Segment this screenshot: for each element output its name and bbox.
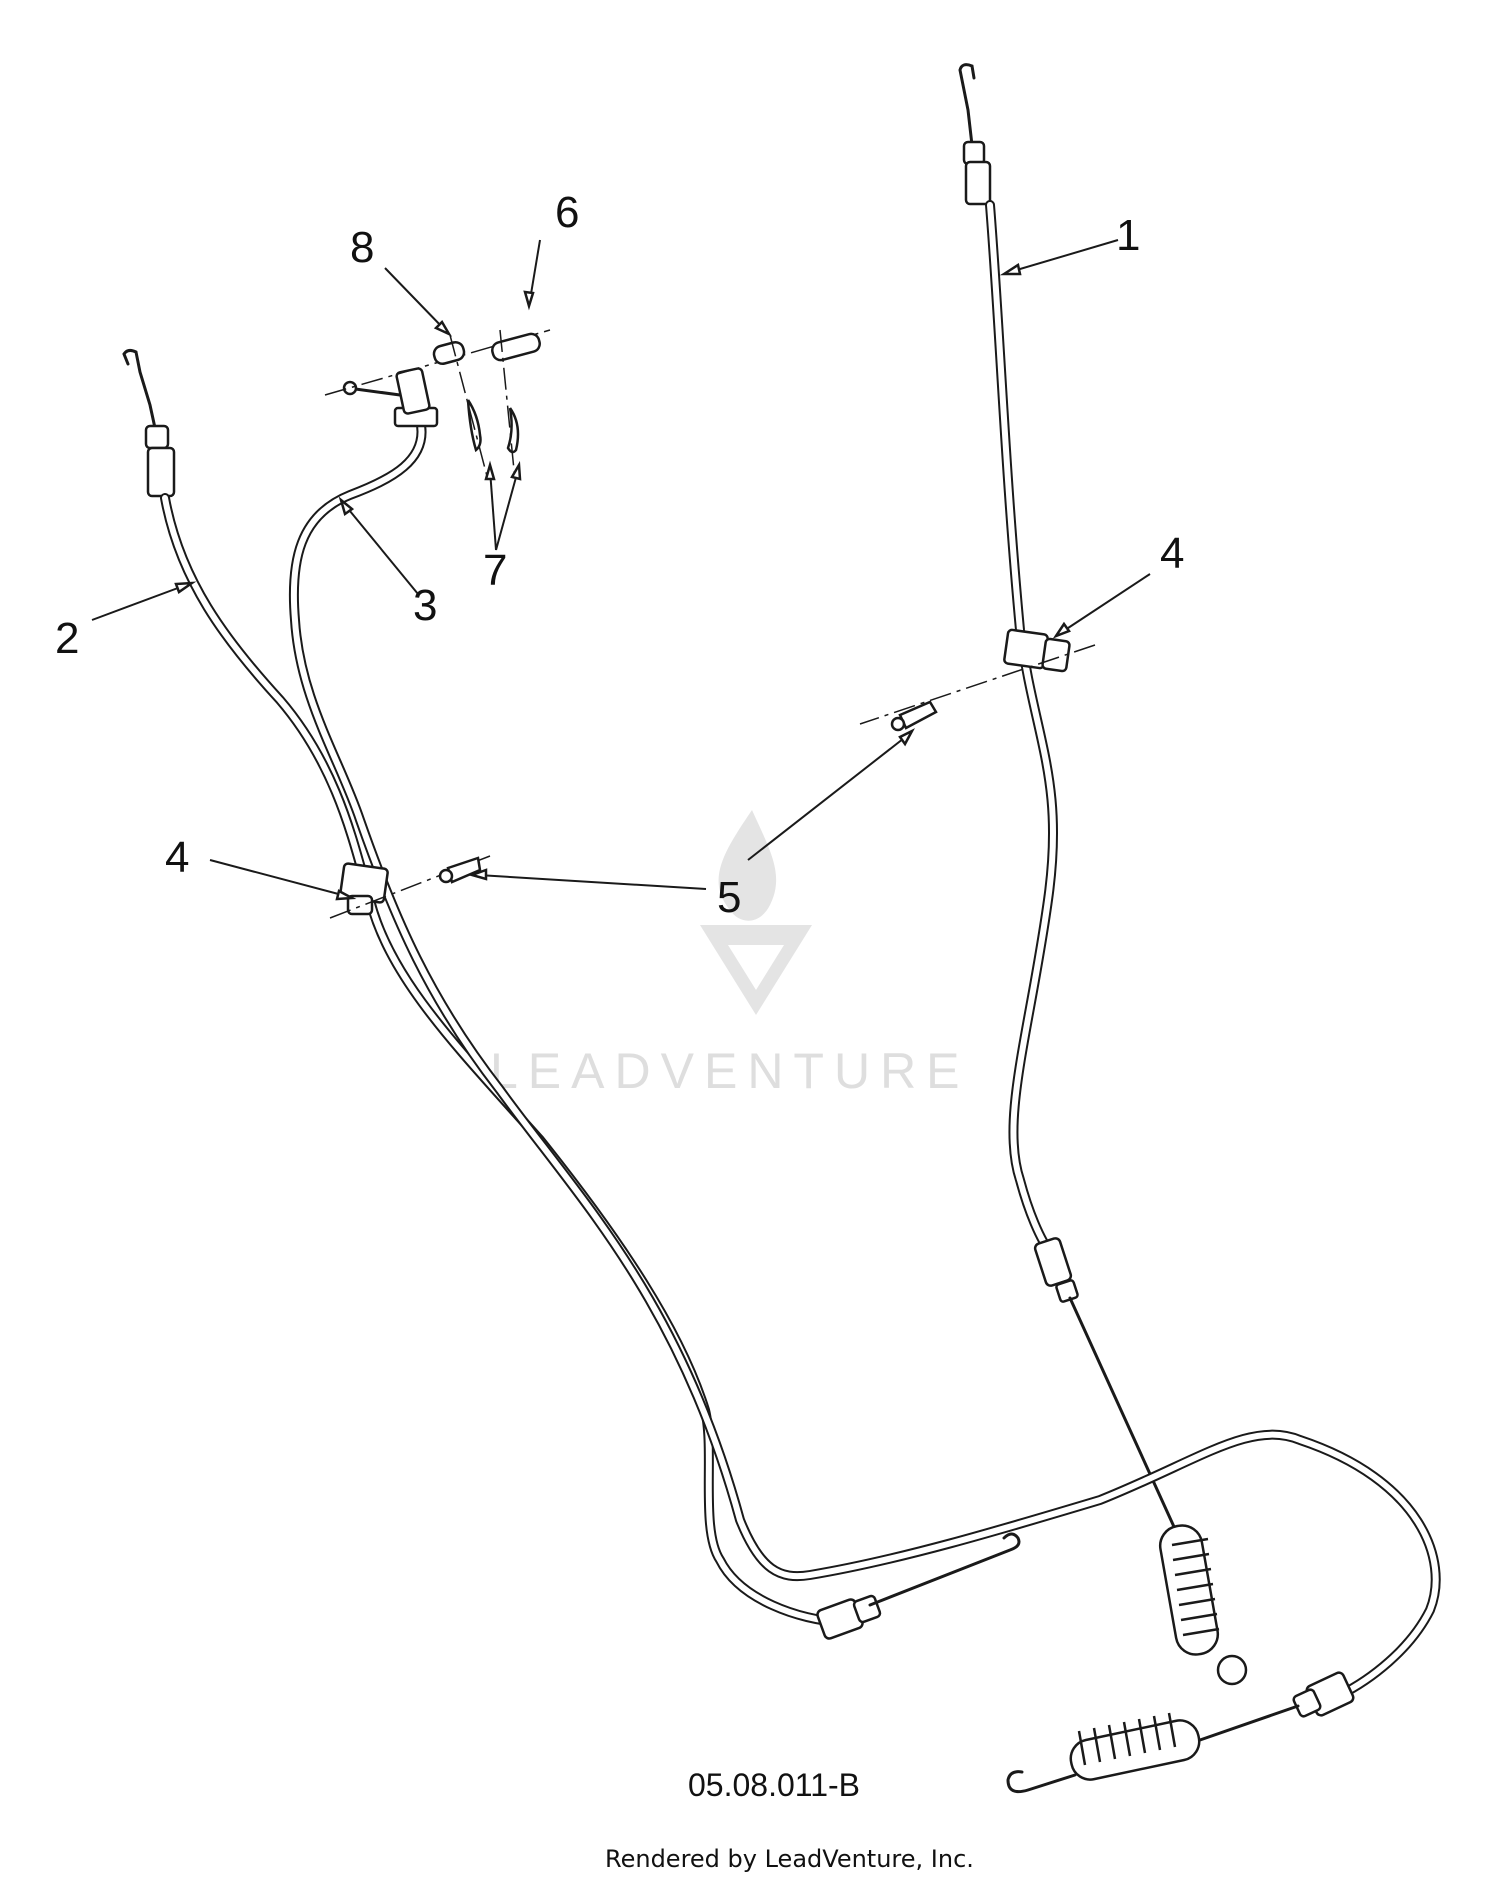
callout-2: 2 <box>55 614 79 663</box>
hairpin-clip-b <box>506 407 520 454</box>
callout-1: 1 <box>1116 211 1140 260</box>
callout-6: 6 <box>555 188 579 237</box>
cable-clip-right <box>859 628 1096 725</box>
watermark: LEADVENTURE <box>490 810 970 1099</box>
push-rivet-right <box>890 700 938 732</box>
cable-clip-left <box>329 855 491 919</box>
callout-8: 8 <box>350 223 374 272</box>
hairpin-clip-a <box>466 399 482 453</box>
cable-3 <box>288 367 1441 1794</box>
diagram-code: 05.08.011-B <box>688 1767 860 1803</box>
callout-4-right: 4 <box>1160 529 1184 578</box>
callout-4-left: 4 <box>165 833 189 882</box>
callout-3: 3 <box>413 581 437 630</box>
bushing <box>432 340 466 366</box>
push-rivet-left <box>438 856 482 884</box>
callout-5: 5 <box>717 873 741 922</box>
cable-2 <box>122 348 1021 1640</box>
footer-credit: Rendered by LeadVenture, Inc. <box>605 1845 974 1873</box>
watermark-text: LEADVENTURE <box>490 1043 970 1099</box>
cable-1 <box>958 63 1248 1686</box>
tension-spring-horizontal <box>1069 1712 1201 1781</box>
leader-lines <box>91 239 1151 901</box>
callout-7: 7 <box>483 546 507 595</box>
tension-spring-vertical <box>1158 1524 1248 1686</box>
pin <box>491 332 541 362</box>
flame-v-logo-icon <box>700 810 812 1015</box>
bushing-and-pin <box>324 329 551 481</box>
